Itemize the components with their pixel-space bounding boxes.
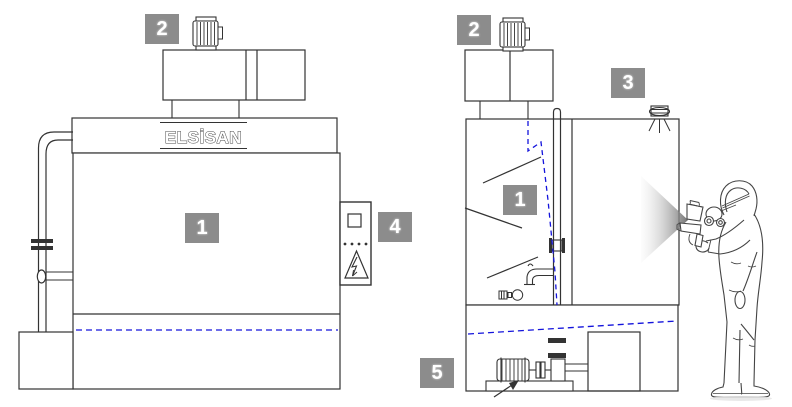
fan-motor-icon bbox=[192, 16, 224, 51]
pump-motor-icon bbox=[496, 357, 530, 383]
front-view: ELSİSAN bbox=[18, 16, 372, 390]
water-level-dashed-line bbox=[467, 320, 678, 335]
pipe-valve-icon bbox=[31, 239, 53, 243]
fan-housing bbox=[162, 49, 306, 118]
pipe-fitting-icon bbox=[36, 269, 47, 284]
riser-pipe bbox=[498, 107, 565, 360]
pump bbox=[485, 338, 588, 398]
cabinet-top-band: ELSİSAN bbox=[71, 117, 338, 154]
pipe-valve-icon bbox=[549, 238, 552, 253]
callout-cabin-side: 1 bbox=[503, 185, 537, 215]
pipe-flange-icon bbox=[548, 338, 566, 343]
brand-logo: ELSİSAN bbox=[165, 128, 242, 147]
pump-base bbox=[485, 380, 574, 392]
control-panel bbox=[339, 201, 372, 286]
callout-cabin-front: 1 bbox=[185, 213, 219, 243]
coupling-icon bbox=[535, 361, 541, 379]
airflow-dashed-line bbox=[527, 121, 558, 306]
baffle-plates bbox=[464, 156, 542, 279]
panel-indicator-dots bbox=[343, 242, 368, 246]
spray-cone bbox=[641, 176, 688, 263]
respirator-mask-icon bbox=[703, 204, 737, 228]
trigger bbox=[688, 233, 694, 246]
callout-control-panel: 4 bbox=[378, 212, 412, 242]
painter bbox=[695, 180, 772, 401]
callout-pump: 5 bbox=[420, 358, 454, 388]
spray-nozzle-icon bbox=[648, 105, 671, 133]
cabinet-body bbox=[72, 152, 341, 390]
callout-fan-motor-front: 2 bbox=[145, 14, 179, 44]
goggle-strap bbox=[721, 193, 750, 209]
callout-fan-motor-side: 2 bbox=[457, 15, 491, 45]
pipe-sump-box bbox=[18, 331, 74, 390]
faucet-icon bbox=[524, 263, 553, 286]
boots bbox=[710, 382, 771, 398]
pump-body bbox=[550, 358, 566, 382]
side-view bbox=[464, 17, 772, 401]
fan-housing bbox=[464, 49, 554, 119]
filter-box bbox=[587, 331, 641, 392]
panel-button-icon bbox=[347, 213, 362, 228]
glove bbox=[734, 290, 746, 310]
circulation-pipe bbox=[18, 131, 74, 390]
high-voltage-warning-icon bbox=[344, 249, 369, 279]
spray-gun-icon bbox=[676, 200, 704, 248]
callout-spray-nozzle: 3 bbox=[611, 68, 645, 98]
drain-fittings-icon bbox=[498, 289, 524, 301]
fan-motor-icon bbox=[499, 17, 531, 52]
